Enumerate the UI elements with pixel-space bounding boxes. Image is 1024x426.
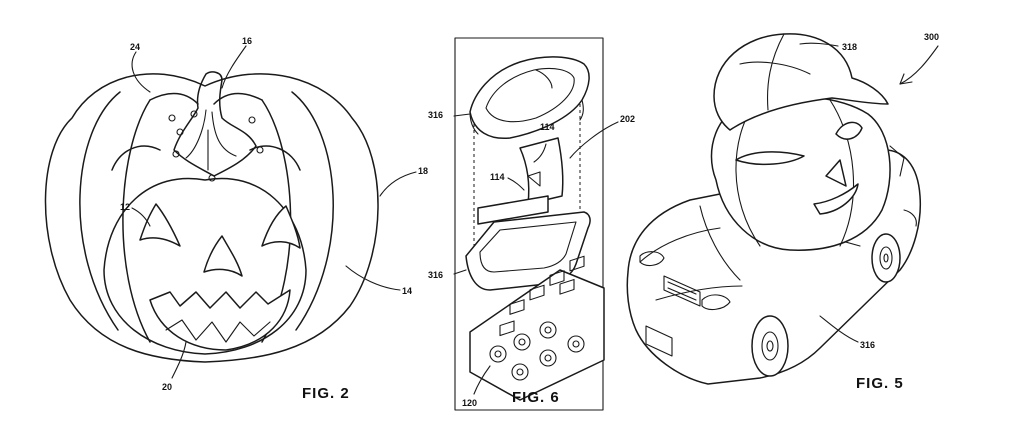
- ref-20: 20: [162, 382, 172, 392]
- ref-318: 318: [842, 42, 857, 52]
- ref-24: 24: [130, 42, 140, 52]
- ref-12: 12: [120, 202, 130, 212]
- ref-18: 18: [418, 166, 428, 176]
- base-plate: [469, 255, 605, 401]
- leader-316-top: [453, 113, 471, 117]
- curved-panel-upper-detail: [527, 171, 541, 187]
- pumpkin-outer-contour: [44, 73, 379, 363]
- leader-12: [131, 207, 151, 227]
- leader-18: [379, 171, 417, 197]
- ref-300: 300: [924, 32, 939, 42]
- car-headlight-left: [639, 251, 665, 267]
- pumpkin-mouth: [149, 289, 291, 351]
- car-rear-detail: [889, 145, 917, 227]
- leader-300: [899, 45, 939, 85]
- pumpkin-mounting-holes: [168, 110, 264, 182]
- leader-24: [131, 51, 151, 93]
- leader-114-b: [507, 177, 525, 191]
- pumpkin-rib-left-inner: [122, 99, 151, 343]
- fig-6-frame: [454, 37, 604, 411]
- top-shell: [469, 56, 590, 140]
- ref-316-top: 316: [428, 110, 443, 120]
- leader-202: [569, 121, 619, 159]
- leader-114-a: [533, 143, 547, 163]
- fig-2-pumpkin: 24 16 18 12 14 20 FIG. 2: [44, 36, 428, 402]
- pumpkin-left-eye: [139, 203, 181, 247]
- leader-316-fig5: [819, 315, 859, 343]
- car-hood-lines: [639, 195, 861, 301]
- pumpkin-mouth-lower-teeth: [165, 319, 271, 343]
- character-nose: [825, 159, 847, 187]
- pumpkin-right-eye: [261, 205, 301, 249]
- ref-16: 16: [242, 36, 252, 46]
- character-cap: [713, 33, 889, 131]
- fig-5-car-assembly: 318 300 316 FIG. 5: [626, 32, 939, 392]
- pumpkin-top-lobes: [111, 92, 301, 171]
- leader-318: [799, 42, 839, 47]
- character-eye-left: [735, 151, 805, 166]
- character-mouth: [813, 183, 859, 215]
- car-grille: [663, 275, 701, 307]
- character-eye-right: [835, 121, 863, 140]
- ref-202: 202: [620, 114, 635, 124]
- car-wheel-front: [751, 315, 789, 377]
- car-license-plate: [645, 325, 673, 357]
- flat-panel-lower: [477, 195, 549, 225]
- leader-120: [473, 365, 491, 395]
- ref-316-bot: 316: [428, 270, 443, 280]
- fig-2-caption: FIG. 2: [302, 385, 350, 402]
- fig-5-caption: FIG. 5: [856, 375, 904, 392]
- leader-16: [221, 45, 247, 89]
- pumpkin-rib-left-outer: [79, 91, 121, 331]
- fig-6-caption: FIG. 6: [512, 389, 560, 406]
- ref-14: 14: [402, 286, 412, 296]
- leader-300-arrow: [899, 73, 913, 85]
- pumpkin-stem: [173, 71, 257, 177]
- ref-114-b: 114: [490, 172, 505, 182]
- car-headlight-right: [701, 294, 731, 311]
- base-plate-sockets: [489, 321, 585, 381]
- curved-panel-upper: [519, 137, 564, 205]
- pumpkin-nose: [203, 235, 243, 277]
- ref-120: 120: [462, 398, 477, 408]
- pumpkin-rib-right-outer: [291, 91, 334, 331]
- fig-6-exploded-view: 316 114 202 114 316 120 FIG. 6: [428, 37, 635, 411]
- car-wheel-rear: [871, 233, 901, 283]
- leader-316-bot: [453, 269, 467, 275]
- character-cap-seams: [739, 33, 811, 111]
- ref-316: 316: [860, 340, 875, 350]
- ref-114-a: 114: [540, 122, 555, 132]
- pumpkin-stem-veins: [185, 109, 237, 171]
- leader-14: [345, 265, 401, 291]
- leader-20: [171, 341, 187, 379]
